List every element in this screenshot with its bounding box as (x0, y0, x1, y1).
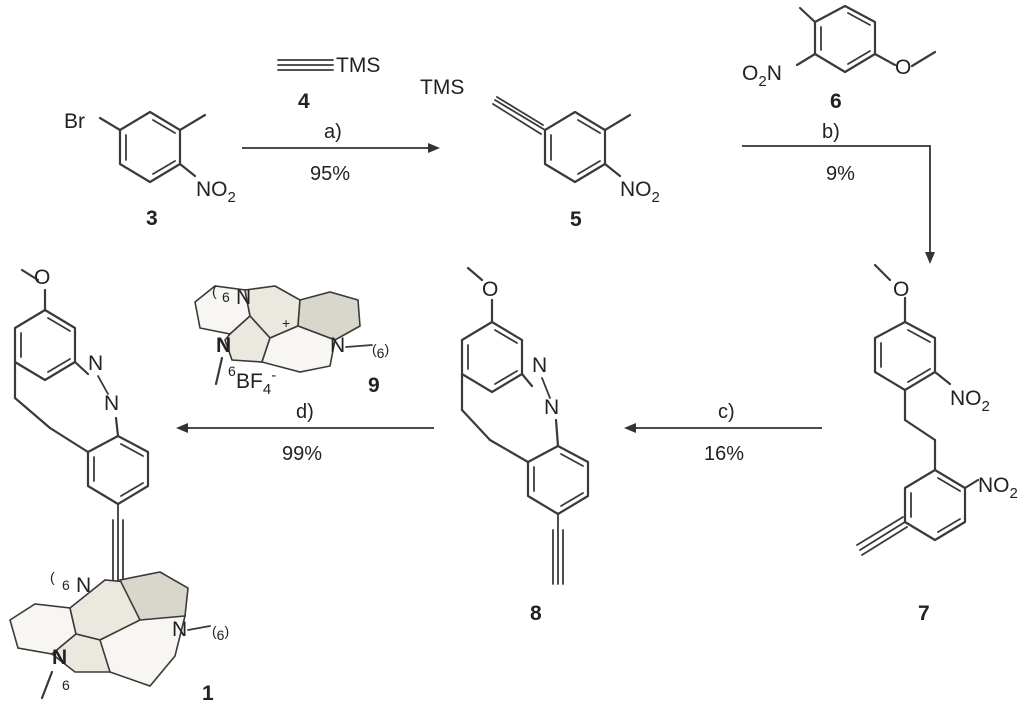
c1-o-label: O (34, 266, 50, 289)
compound-8-number: 8 (530, 602, 542, 625)
compound-9: ( 6 N N (6) N 6 + BF4- 9 (194, 283, 389, 398)
c3-no2-label: NO2 (196, 178, 236, 206)
c8-n1-label: N (532, 354, 547, 377)
compound-9-number: 9 (368, 374, 380, 397)
compound-1-number: 1 (202, 682, 214, 705)
c5-tms-label: TMS (420, 76, 464, 99)
c7-no2a-label: NO2 (950, 387, 990, 415)
arrow-d: d) 99% (176, 401, 434, 465)
c9-hex-top: 6 (222, 289, 230, 305)
arrow-a: a) 95% (242, 121, 440, 185)
step-c-yield: 16% (704, 443, 744, 465)
step-a-label: a) (324, 121, 342, 143)
c9-hex-right-label: (6) (372, 341, 389, 361)
c7-no2b-label: NO2 (978, 474, 1018, 502)
c1-n-left: N (52, 646, 67, 669)
compound-4-number: 4 (298, 90, 310, 113)
c9-hex-left: 6 (228, 363, 236, 379)
compound-8: O N N 8 (460, 266, 590, 625)
c1-hex-right-label: (6) (212, 623, 229, 643)
c3-br-label: Br (64, 110, 85, 133)
c6-o-label: O (895, 56, 911, 79)
compound-6-number: 6 (830, 90, 842, 113)
compound-3-number: 3 (146, 207, 158, 230)
compound-1: O N N ( 6 N N (6) N 6 1 (9, 266, 229, 705)
c1-hex-top: 6 (62, 577, 70, 593)
c9-n-left: N (216, 334, 231, 357)
c9-n-right: N (330, 334, 345, 357)
step-d-yield: 99% (282, 443, 322, 465)
c1-hex-top-open: ( (50, 569, 55, 585)
compound-7: O NO2 NO2 7 (856, 263, 1018, 625)
compound-7-number: 7 (918, 602, 930, 625)
c1-n1-label: N (88, 352, 103, 375)
arrow-b: b) 9% (742, 121, 935, 264)
step-c-label: c) (718, 401, 735, 423)
c9-counterion: BF4- (236, 367, 276, 398)
c9-n-top: N (236, 286, 251, 309)
c6-o2n-label: O2N (742, 62, 782, 90)
compound-5: TMS NO2 5 (420, 76, 660, 231)
c4-tms-label: TMS (336, 54, 380, 77)
c1-n-top: N (76, 574, 91, 597)
c9-plus: + (282, 315, 290, 331)
c7-o-label: O (893, 278, 909, 301)
c8-n2-label: N (544, 396, 559, 419)
c1-n-right: N (172, 618, 187, 641)
compound-6: O2N O 6 (742, 4, 937, 113)
c8-o-label: O (482, 278, 498, 301)
compound-5-number: 5 (570, 208, 582, 231)
step-a-yield: 95% (310, 163, 350, 185)
c9-hex-top-open: ( (212, 283, 217, 299)
step-b-label: b) (822, 121, 840, 143)
c1-hex-left: 6 (62, 677, 70, 693)
compound-4: TMS 4 (277, 54, 380, 113)
arrow-c: c) 16% (624, 401, 822, 465)
step-d-label: d) (296, 401, 314, 423)
c5-no2-label: NO2 (620, 178, 660, 206)
step-b-yield: 9% (826, 163, 855, 185)
compound-3: Br NO2 3 (64, 110, 236, 230)
c1-n2-label: N (104, 392, 119, 415)
